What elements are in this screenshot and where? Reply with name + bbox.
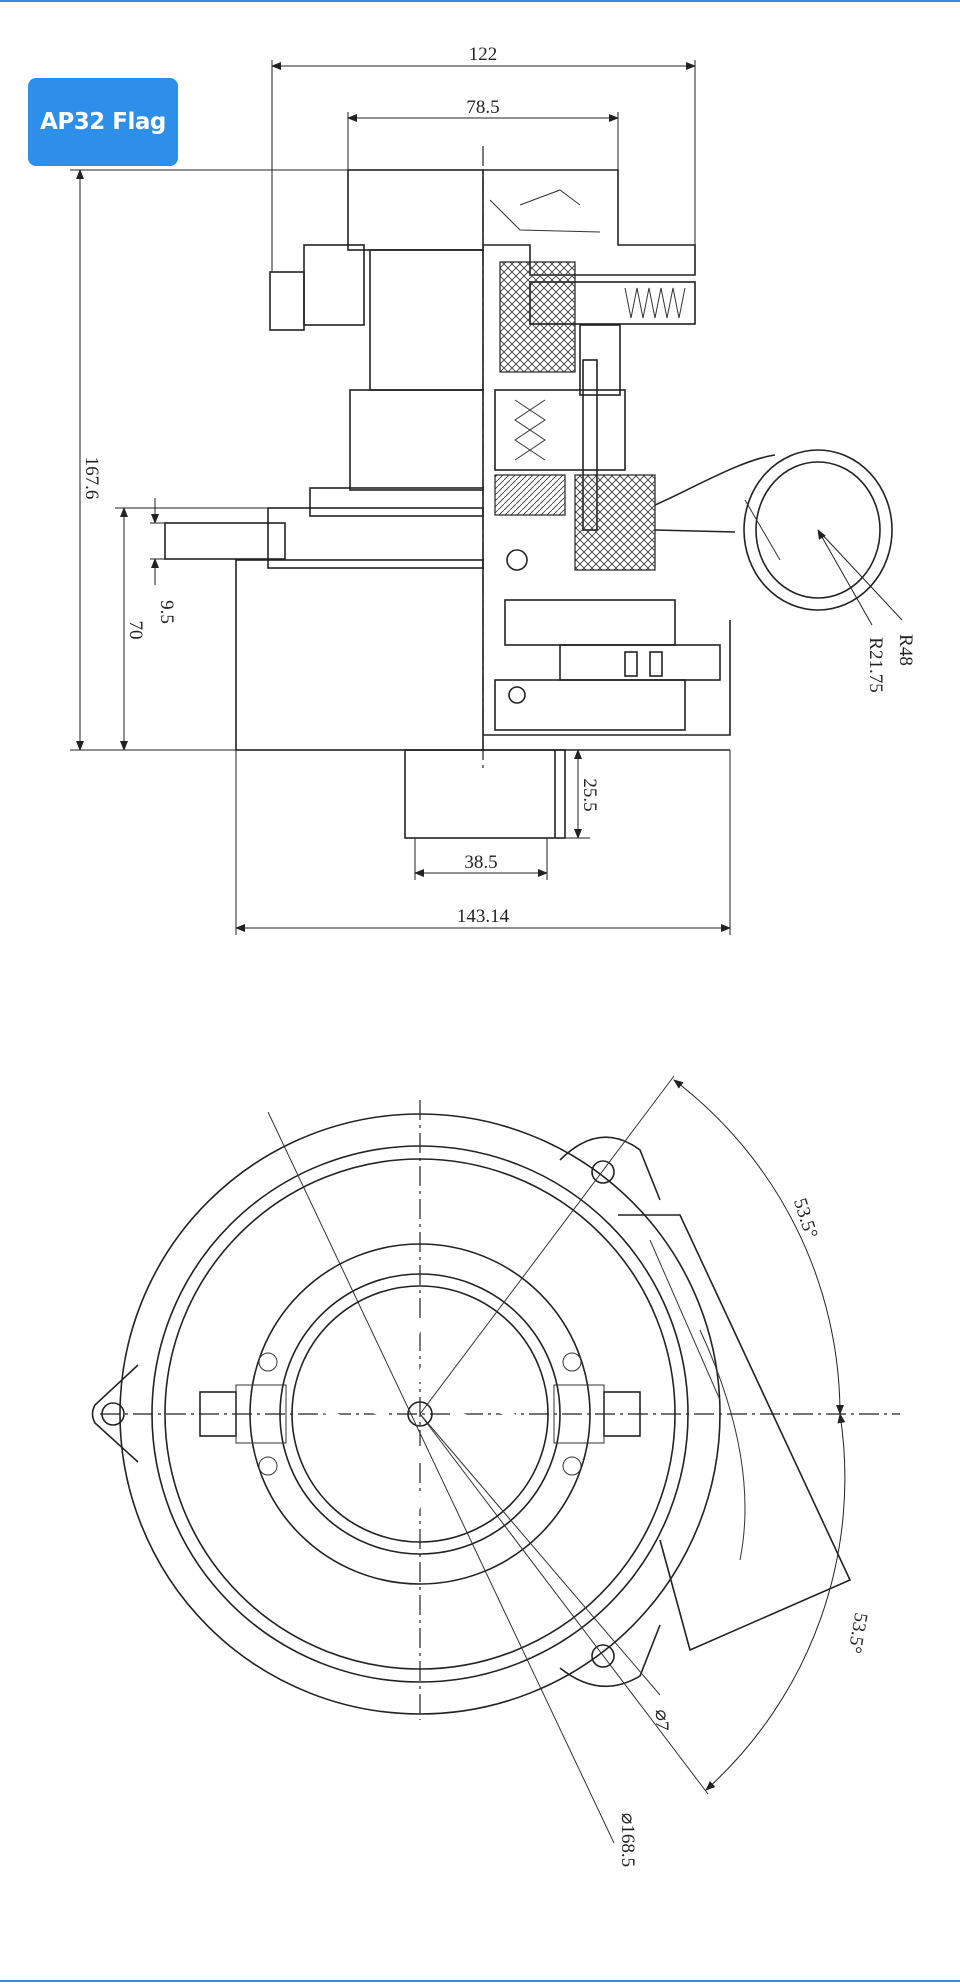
fan-vane-fill [452,1411,527,1474]
terminal-block-upper [303,244,365,326]
fan-vane-fill [417,1307,480,1382]
diameter-line [267,1111,615,1844]
dim-height-lower: 70 [125,621,146,640]
brush-screw-tl [258,1352,278,1372]
top-cap [347,169,484,251]
fan-vane-fill [300,1426,395,1446]
angle-arc-lower [705,1413,846,1791]
brush-screw-bl [258,1456,278,1476]
mount-hole-upper [591,1160,615,1184]
fan-blade [489,189,601,233]
spring-housing [529,281,696,325]
brush-screw-br [562,1456,582,1476]
dim-base-width: 143.14 [457,906,510,927]
fan-cover [483,169,696,276]
outlet-duct-inner [649,1239,746,1561]
commutator-block [574,474,656,571]
dim-width-total: 122 [469,44,498,65]
armature-winding [514,399,546,461]
hole-leader [419,1413,661,1696]
dim-radius-outer: R48 [895,634,916,666]
outlet-neck [654,454,776,533]
fan-vane-fill [445,1382,540,1402]
fan-vane-fill [310,1439,403,1470]
angle-ray-upper [419,1075,675,1415]
brush-holder [579,324,621,396]
motor-base-right [483,620,731,751]
fan-ring [279,1273,561,1555]
dim-height-total: 167.6 [81,457,102,500]
brush-box-left [235,1384,287,1444]
leader-r48 [817,529,903,621]
bearing-housing [499,261,576,373]
flange-step [309,487,484,517]
fan-vanes [300,1294,540,1534]
dim-angle-upper: 53.5° [789,1196,822,1241]
bottom-accent-line [0,1980,960,1982]
fan-vane-fill [437,1358,530,1389]
outlet-duct [618,1214,852,1652]
dim-width-upper: 78.5 [466,97,499,118]
brush-box-right [553,1384,605,1444]
fan-vane-fill [360,1446,423,1521]
field-coil-upper [504,599,676,646]
dim-hole-dia: ⌀7 [651,1710,672,1731]
fan-vane-fill [388,1294,408,1389]
brush-screw-tr [562,1352,582,1372]
outlet-inner [755,461,881,599]
top-accent-line [0,0,960,2]
bearing-ball [506,549,528,571]
flange-plate [267,507,484,569]
terminal-block-left [269,271,305,331]
outlet-edge [744,499,781,561]
dim-shaft-width: 38.5 [464,852,497,873]
fan-vane-fill [450,1399,539,1439]
mount-ear-lower [559,1624,661,1688]
side-view: 122 78.5 167.6 70 9.5 R21.75 R48 25.5 [70,44,916,935]
mount-hole-left [101,1402,125,1426]
fan-vane-fill [445,1431,476,1524]
outlet-outer [743,449,893,611]
dim-outer-dia: ⌀168.5 [617,1813,638,1867]
dim-shaft-height: 25.5 [579,778,600,811]
fan-ring-inner [291,1285,549,1543]
angle-arc-upper [673,1079,844,1415]
field-coil-lower [494,679,686,731]
mounting-tab [164,522,286,560]
dim-flange-step: 9.5 [156,600,177,624]
spring [624,287,686,319]
fan-vane-fill [301,1389,390,1429]
angle-ray-lower [419,1413,709,1795]
coil-spacer-b [649,651,663,677]
top-view: 53.5° 53.5° ⌀7 ⌀168.5 [91,1075,900,1867]
motor-housing [249,1243,591,1585]
mount-ear-left [91,1364,139,1463]
lower-bearing [494,474,566,516]
field-coil-mid [559,644,721,681]
hub [407,1401,433,1427]
fan-vane-fill [427,1330,509,1384]
mount-hole-lower [591,1644,615,1668]
bearing-ball-lower [508,686,526,704]
model-badge: AP32 Flag [28,78,178,166]
fan-vane-fill [331,1444,413,1498]
shaft-boss [404,749,566,839]
lower-body [235,559,484,751]
leader-r21-75 [817,529,873,626]
dim-radius-outlet: R21.75 [865,637,886,692]
fan-vane-fill [432,1439,452,1534]
fan-vane-fill [405,1295,445,1384]
upper-body [369,249,484,391]
armature [494,389,626,471]
fan-vane-fill [364,1304,395,1397]
dim-angle-lower: 53.5° [844,1611,872,1655]
stator-body [349,389,484,491]
mount-ear-upper [559,1136,661,1201]
fan-vane-fill [336,1325,390,1407]
model-badge-label: AP32 Flag [40,109,166,135]
coil-spacer-a [624,651,638,677]
fan-vane-fill [313,1354,388,1417]
fan-vane-fill [450,1421,504,1503]
